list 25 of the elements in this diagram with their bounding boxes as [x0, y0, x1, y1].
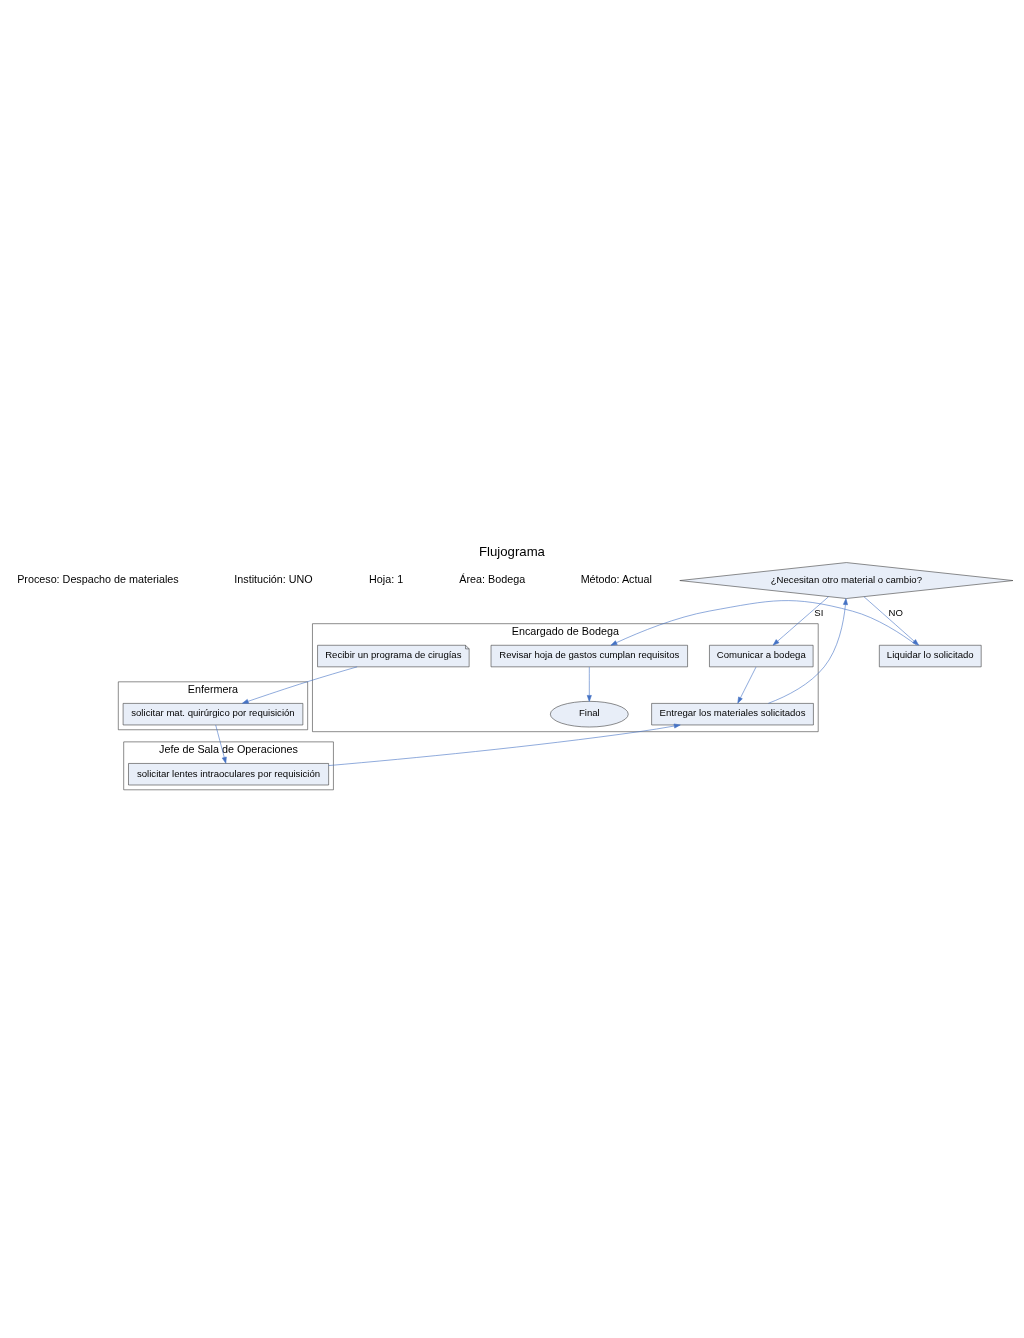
node-box: solicitar lentes intraoculares por requisición [128, 763, 329, 786]
edge-label: NO [888, 606, 903, 618]
node-box: Liquidar lo solicitado [879, 644, 982, 668]
node-diamond: ¿Necesitan otro material o cambio? [679, 562, 1014, 599]
arrow [610, 600, 917, 646]
arrow [772, 596, 829, 646]
label: Área: Bodega [459, 573, 526, 586]
arrow [586, 666, 592, 702]
arrow [328, 723, 681, 766]
arrow [242, 666, 358, 704]
label: Proceso: Despacho de materiales [17, 573, 179, 586]
arrow [737, 666, 757, 704]
label: Institución: UNO [234, 573, 313, 586]
node-box: Entregar los materiales solicitados [651, 703, 814, 726]
label: Método: Actual [580, 573, 652, 586]
node-box: solicitar mat. quirúrgico por requisición [122, 703, 304, 726]
node-box: Comunicar a bodega [709, 644, 814, 668]
edge-label: SI [814, 606, 824, 618]
node-ellipse: Final [550, 701, 629, 728]
node-box: Revisar hoja de gastos cumplan requisitos [490, 644, 688, 668]
arrow [215, 724, 227, 764]
diagram-title: Flujograma [479, 544, 545, 560]
arrow [863, 596, 919, 646]
arrow [768, 598, 848, 704]
label: Hoja: 1 [369, 573, 404, 586]
